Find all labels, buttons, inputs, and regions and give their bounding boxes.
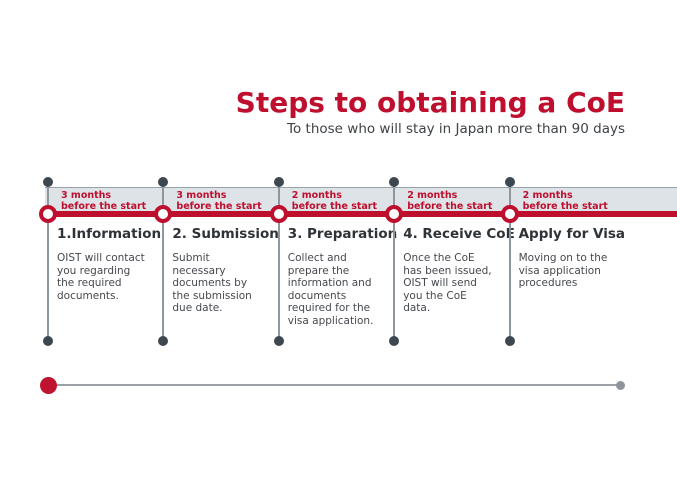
step-timing-rest: before the start <box>176 201 262 212</box>
step-timing-label: 3 months before the start <box>176 190 261 212</box>
timeline-step: 2 months before the start 3. Preparation… <box>269 177 398 357</box>
step-vertical-line <box>162 182 165 341</box>
step-node-circle-icon <box>154 205 173 223</box>
step-title: 1.Information <box>57 226 162 242</box>
step-vertical-line <box>508 182 511 341</box>
step-timing-months: 3 months <box>61 190 112 201</box>
timeline-step: 2 months before the start 4. Receive CoE… <box>385 177 515 357</box>
progress-start-dot-icon <box>39 376 57 394</box>
step-timing-label: 2 months before the start <box>407 190 492 212</box>
page-subtitle: To those who will stay in Japan more tha… <box>287 121 625 137</box>
step-vertical-line <box>47 182 49 341</box>
step-top-dot-icon <box>389 177 400 187</box>
step-vertical-line <box>393 182 396 341</box>
step-node-circle-icon <box>39 205 57 223</box>
timeline-red-line <box>45 211 677 217</box>
step-node-circle-icon <box>385 205 404 223</box>
step-timing-rest: before the start <box>61 201 147 212</box>
step-node-circle-icon <box>269 205 288 223</box>
step-title: 3. Preparation <box>287 226 398 242</box>
step-timing-rest: before the start <box>407 201 493 212</box>
timeline-step: 2 months before the start Apply for Visa… <box>500 177 625 357</box>
step-description: OIST will contact you regarding the requ… <box>57 252 145 302</box>
step-top-dot-icon <box>43 177 53 187</box>
page-title: Steps to obtaining a CoE <box>235 86 625 119</box>
step-top-dot-icon <box>504 177 515 187</box>
step-timing-months: 2 months <box>407 190 458 201</box>
step-bottom-dot-icon <box>273 336 284 346</box>
step-title: 4. Receive CoE <box>403 226 515 242</box>
step-description: Collect and prepare the information and … <box>287 252 374 327</box>
step-timing-rest: before the start <box>291 201 378 212</box>
step-bottom-dot-icon <box>389 336 400 346</box>
step-bottom-dot-icon <box>43 336 53 346</box>
step-top-dot-icon <box>273 177 284 187</box>
step-timing-label: 3 months before the start <box>61 190 146 212</box>
step-title: Apply for Visa <box>518 226 625 242</box>
step-bottom-dot-icon <box>158 336 169 346</box>
step-description: Submit necessary documents by the submis… <box>172 252 252 314</box>
timeline-step: 3 months before the start 1.Information … <box>39 177 163 357</box>
step-description: Once the CoE has been issued, OIST will … <box>403 252 492 314</box>
step-timing-label: 2 months before the start <box>523 190 608 212</box>
step-timing-rest: before the start <box>522 201 608 212</box>
step-title: 2. Submission <box>172 226 279 242</box>
step-bottom-dot-icon <box>504 336 515 346</box>
step-description: Moving on to the visa application proced… <box>518 252 608 289</box>
step-timing-label: 2 months before the start <box>292 190 377 212</box>
header: Steps to obtaining a CoE To those who wi… <box>235 86 625 138</box>
progress-track-line <box>48 384 620 386</box>
timeline-banner-strip <box>45 187 677 212</box>
step-vertical-line <box>277 182 280 341</box>
step-node-circle-icon <box>500 205 519 223</box>
step-timing-months: 3 months <box>176 190 227 201</box>
progress-end-dot-icon <box>615 380 625 390</box>
step-timing-months: 2 months <box>522 190 573 201</box>
step-top-dot-icon <box>158 177 169 187</box>
timeline-step: 3 months before the start 2. Submission … <box>154 177 279 357</box>
step-timing-months: 2 months <box>291 190 342 201</box>
